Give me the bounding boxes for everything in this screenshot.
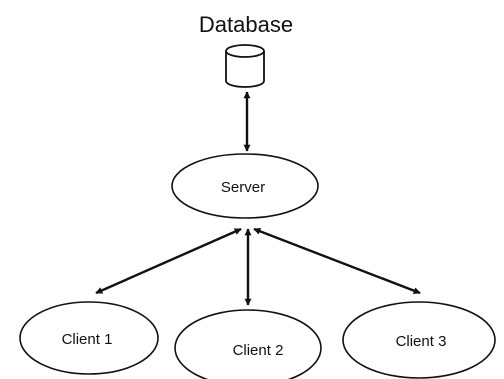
client-node: Client 3 <box>342 301 496 379</box>
database-icon <box>225 44 265 88</box>
client-node: Client 1 <box>19 301 159 375</box>
server-client-1-connector <box>95 227 242 295</box>
server-client-3-connector <box>253 227 421 295</box>
server-node: Server <box>171 153 319 219</box>
database-label: Database <box>199 12 293 37</box>
server-label: Server <box>221 179 265 196</box>
client-label: Client 3 <box>396 333 447 350</box>
client-node: Client 2 <box>174 309 322 379</box>
client-label: Client 1 <box>62 331 113 348</box>
client-label: Client 2 <box>233 342 284 359</box>
